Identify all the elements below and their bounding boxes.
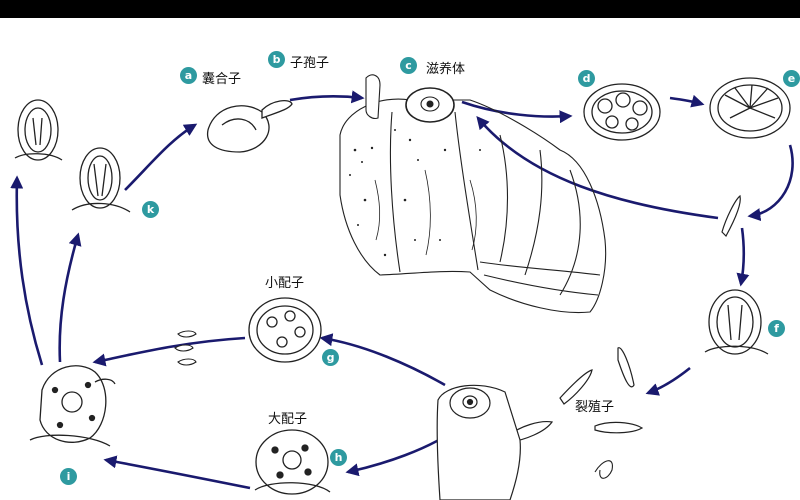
badge-h: h (330, 449, 347, 466)
arrow-a-to-b (289, 90, 365, 104)
cell-top-left (14, 99, 63, 161)
arrow-g-to-cyst (92, 336, 246, 367)
top-black-bar (0, 0, 800, 18)
cell-d (583, 83, 661, 141)
label-trophozoite: 滋养体 (426, 62, 466, 77)
host-tissue-illustration (339, 74, 607, 314)
label-macrogamete: 大配子 (268, 412, 308, 427)
arrow-to-f (736, 227, 750, 287)
tissue-bottom (436, 384, 521, 500)
arrow-d-to-e (669, 94, 705, 108)
badge-g: g (322, 349, 339, 366)
tissue-dots (349, 129, 481, 257)
cycle-arrows (10, 90, 794, 490)
merozoites (507, 347, 644, 443)
label-merozoite: 裂殖子 (575, 400, 615, 415)
badge-b: b (268, 51, 285, 68)
label-sporozoite: 子孢子 (290, 56, 330, 71)
label-microgamete: 小配子 (265, 276, 305, 291)
merozoite-near-e (721, 194, 741, 237)
badge-f: f (768, 320, 785, 337)
arrow-e-down (747, 144, 794, 222)
arrow-loop-back (476, 116, 719, 220)
badge-i: i (60, 468, 77, 485)
badge-d: d (578, 70, 595, 87)
small-squiggle (594, 460, 613, 479)
cell-a-oocyst (206, 99, 293, 153)
microgametes (174, 330, 197, 366)
label-oocyst: 囊合子 (202, 72, 242, 87)
arrow-f-to-merozoite (645, 366, 691, 396)
cell-e (709, 77, 791, 139)
arrow-tissue-to-g (319, 333, 446, 387)
arrow-c-to-d (461, 100, 573, 124)
cell-f (704, 289, 769, 355)
arrow-k-to-a (124, 123, 198, 191)
cell-i-cyst (29, 365, 116, 447)
cell-g-microgametocyte (248, 297, 322, 363)
arrow-i-to-k (58, 232, 82, 363)
badge-c: c (400, 57, 417, 74)
cell-h-macrogametocyte (254, 429, 331, 495)
badge-e: e (783, 70, 800, 87)
arrow-h-to-cyst (103, 455, 251, 490)
badge-k: k (142, 201, 159, 218)
arrow-i-to-top (10, 175, 44, 366)
cell-k (71, 147, 131, 213)
badge-a: a (180, 67, 197, 84)
